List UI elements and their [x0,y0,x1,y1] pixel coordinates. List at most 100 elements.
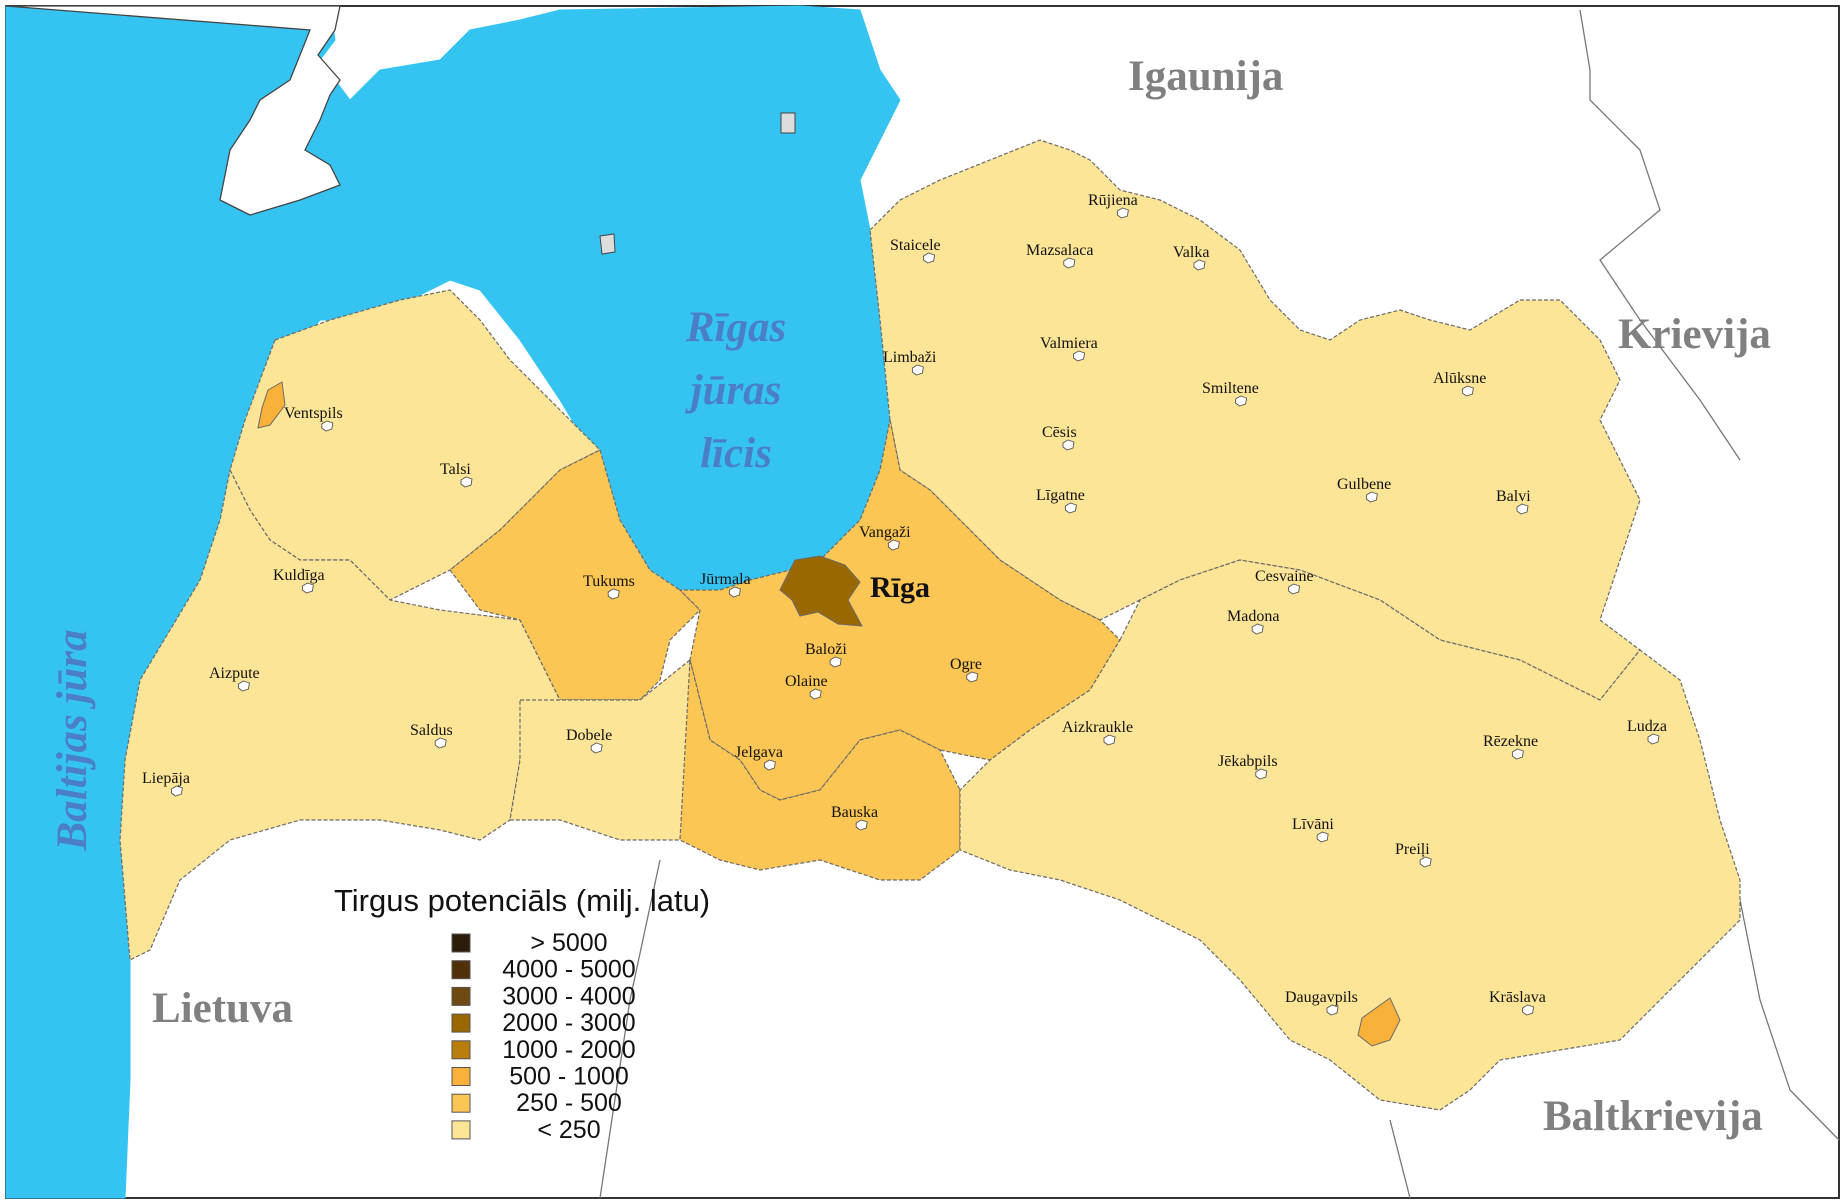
town-marker [1255,768,1268,780]
town-marker [590,742,603,754]
town-marker [1516,503,1529,515]
legend-label: 2000 - 3000 [502,1009,635,1037]
town-marker [1116,207,1129,219]
region-zemgale [679,659,961,881]
town-label: Vangaži [859,524,911,541]
legend-label: 500 - 1000 [509,1063,629,1091]
legend-swatch [451,960,471,980]
town-marker [321,420,334,432]
town: Talsi [440,461,473,488]
town: Aizkraukle [1062,719,1133,746]
town-marker [1251,623,1264,635]
region-kurzeme-south [119,468,561,961]
town-marker [1073,350,1086,362]
legend-label: 4000 - 5000 [502,956,635,984]
country-label-estonia: Igaunija [1128,53,1283,100]
gulf-label-line1: Rīgas [685,304,786,351]
town-marker [1063,257,1076,269]
town-marker [1103,734,1116,746]
legend-label: 1000 - 2000 [502,1036,635,1064]
town-label: Aizkraukle [1062,719,1133,736]
country-label-lithuania: Lietuva [152,985,293,1032]
town-label: Rūjiena [1088,192,1138,209]
legend-label: 3000 - 4000 [502,982,635,1010]
legend-swatch [451,1093,471,1113]
town-label: Mazsalaca [1026,242,1094,259]
legend-swatch [451,1120,471,1140]
town: Bauska [831,804,878,831]
town-marker [1522,1004,1535,1016]
town-label: Alūksne [1433,370,1486,387]
town-marker [966,671,979,683]
town-marker [607,588,620,600]
legend-swatch [451,933,471,953]
town-label: Smiltene [1202,380,1259,397]
region-pieriga [678,419,1121,801]
legend-swatch [451,986,471,1006]
town-marker [237,680,250,692]
small-island [599,233,616,255]
town-label: Valmiera [1040,335,1098,352]
town-label: Ogre [950,656,982,673]
town: Krāslava [1489,989,1546,1016]
town: Aizpute [209,665,260,692]
town-marker [301,582,314,594]
town-label: Cesvaine [1255,568,1314,585]
town-label: Limbaži [883,349,937,366]
town-marker [1511,748,1524,760]
town-marker [923,252,936,264]
town: Baloži [805,641,847,668]
town: Ventspils [284,405,343,432]
town-marker [911,364,924,376]
ventspils-city-area [257,381,286,429]
town-marker [855,819,868,831]
country-label-russia: Krievija [1618,311,1771,358]
town-label: Liepāja [142,770,190,787]
town-label: Kuldīga [273,567,325,584]
town-label: Ludza [1627,718,1667,735]
town-label: Dobele [566,727,612,744]
town: Preiļi [1395,841,1432,868]
town-label: Cēsis [1042,424,1077,441]
town: Madona [1227,608,1279,635]
town: Cēsis [1042,424,1077,451]
town-marker [809,688,822,700]
legend-item: 500 - 1000 [451,1063,629,1091]
town: Olaine [785,673,828,700]
town-label: Ventspils [284,405,343,422]
legend-item: 250 - 500 [451,1089,622,1117]
town-label: Saldus [410,722,453,739]
town-marker [1647,733,1660,745]
town: Rēzekne [1483,733,1538,760]
town-marker [1235,395,1248,407]
town: Tukums [583,573,635,600]
town-marker [829,656,842,668]
town: Gulbene [1337,476,1391,503]
town: Valka [1173,244,1209,271]
legend-swatch [451,1040,471,1060]
legend-title: Tirgus potenciāls (milj. latu) [334,883,710,918]
town: Liepāja [142,770,190,797]
town-label: Jelgava [735,744,783,761]
legend-item: < 250 [451,1116,601,1144]
town-label: Baloži [805,641,847,658]
legend-item: > 5000 [451,929,608,957]
town-marker [1365,491,1378,503]
town-marker [1419,856,1432,868]
town: Ludza [1627,718,1667,745]
daugavpils-city-area [1357,997,1401,1047]
town-marker [1316,831,1329,843]
town: Cesvaine [1255,568,1314,595]
town-label: Rēzekne [1483,733,1538,750]
town-marker [1062,439,1075,451]
gulf-label-line2: jūras [685,367,782,414]
town: Limbaži [883,349,937,376]
town-label: Madona [1227,608,1279,625]
town-marker [887,539,900,551]
legend-swatch [451,1067,471,1086]
town: Valmiera [1040,335,1098,362]
town: Jēkabpils [1218,753,1278,780]
region-riga [779,555,863,627]
